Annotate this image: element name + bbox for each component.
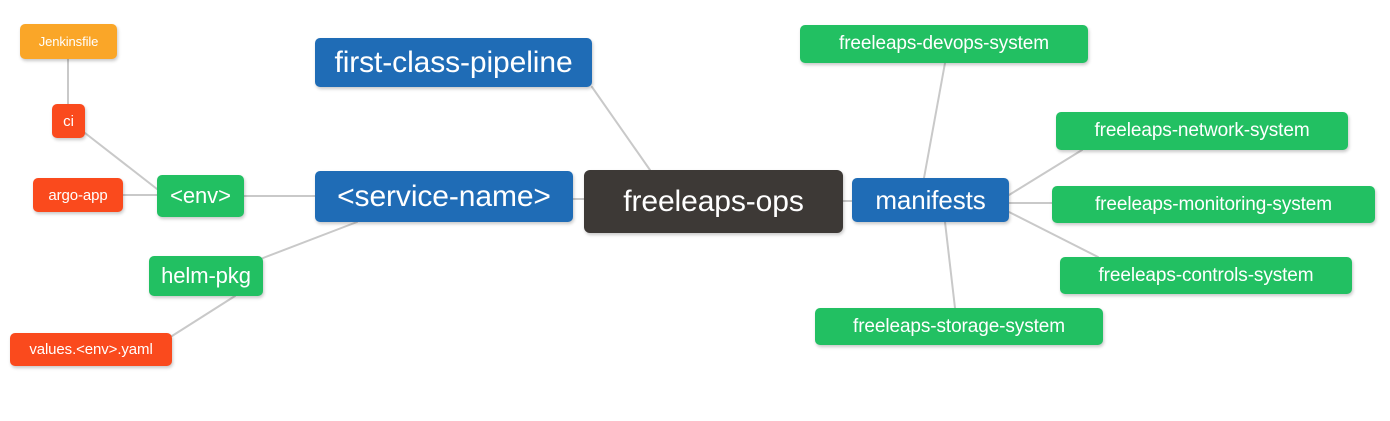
mindmap-node-label: <env> (170, 183, 231, 208)
mindmap-node-helm-pkg[interactable]: helm-pkg (149, 256, 263, 296)
mindmap-node-storage-system[interactable]: freeleaps-storage-system (815, 308, 1103, 345)
mindmap-node-label: ci (63, 112, 74, 130)
mindmap-node-label: freeleaps-storage-system (853, 315, 1065, 337)
mindmap-node-label: helm-pkg (161, 263, 251, 288)
mindmap-node-jenkinsfile[interactable]: Jenkinsfile (20, 24, 117, 59)
mindmap-node-ci[interactable]: ci (52, 104, 85, 138)
mindmap-node-label: freeleaps-controls-system (1098, 264, 1314, 286)
mindmap-node-manifests[interactable]: manifests (852, 178, 1009, 222)
edge-first-class-pipeline-to-freeleaps-ops (591, 86, 651, 171)
mindmap-node-values-yaml[interactable]: values.<env>.yaml (10, 333, 172, 366)
edge-values-yaml-to-helm-pkg (171, 295, 236, 337)
mindmap-node-argo-app[interactable]: argo-app (33, 178, 123, 212)
mindmap-node-label: Jenkinsfile (38, 34, 99, 49)
mindmap-node-label: <service-name> (337, 179, 551, 213)
mindmap-node-controls-system[interactable]: freeleaps-controls-system (1060, 257, 1352, 294)
edge-manifests-to-devops-system (923, 62, 946, 179)
mindmap-node-env[interactable]: <env> (157, 175, 244, 217)
edge-helm-pkg-to-service-name (262, 221, 358, 259)
edge-manifests-to-storage-system (944, 221, 956, 309)
mindmap-node-devops-system[interactable]: freeleaps-devops-system (800, 25, 1088, 63)
mindmap-node-service-name[interactable]: <service-name> (315, 171, 573, 222)
mindmap-node-label: freeleaps-devops-system (839, 33, 1049, 54)
mindmap-node-label: values.<env>.yaml (29, 341, 153, 358)
mindmap-node-label: manifests (875, 184, 986, 215)
mindmap-node-label: freeleaps-ops (623, 184, 804, 218)
mindmap-node-monitoring-system[interactable]: freeleaps-monitoring-system (1052, 186, 1375, 223)
mindmap-node-network-system[interactable]: freeleaps-network-system (1056, 112, 1348, 150)
mindmap-node-first-class-pipeline[interactable]: first-class-pipeline (315, 38, 592, 87)
mindmap-node-label: freeleaps-network-system (1094, 120, 1310, 141)
mindmap-node-label: argo-app (48, 186, 108, 204)
mindmap-node-freeleaps-ops[interactable]: freeleaps-ops (584, 170, 843, 233)
mindmap-node-label: freeleaps-monitoring-system (1095, 193, 1332, 215)
mindmap-node-label: first-class-pipeline (334, 45, 573, 79)
